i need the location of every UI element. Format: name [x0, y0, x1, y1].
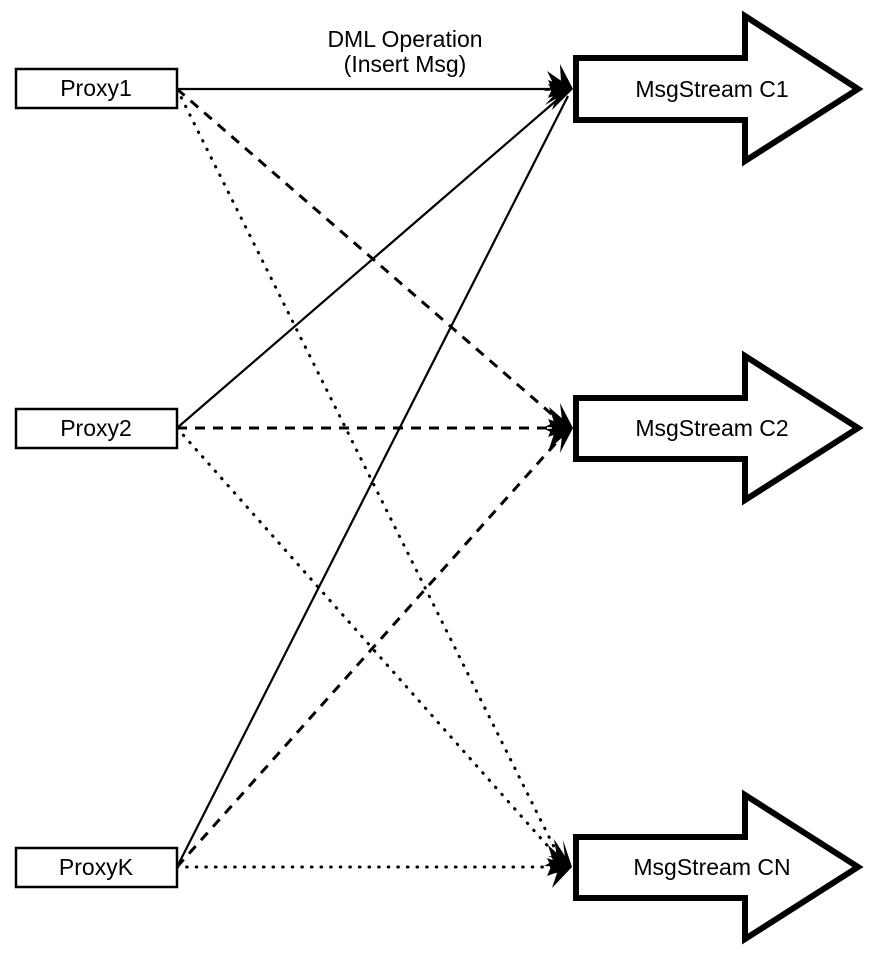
edge-proxy2-to-msgstream-cn — [175, 426, 563, 863]
edge-proxyk-to-msgstream-c1 — [176, 95, 569, 868]
msgstream-c2-label: MsgStream C2 — [635, 415, 788, 441]
proxy1-box[interactable] — [14, 67, 179, 110]
msgstream-c1-label: MsgStream C1 — [635, 76, 788, 102]
msgstream-c1-arrow-shape[interactable] — [573, 10, 864, 167]
arrowhead-msgstream-c1 — [544, 64, 573, 110]
arrowhead-msgstream-cn — [544, 839, 572, 888]
arrowhead-layer — [544, 64, 573, 888]
stream-node-msgstream-c2[interactable]: MsgStream C2 — [573, 350, 864, 506]
edge-layer — [175, 87, 569, 869]
edge-proxy2-to-msgstream-c1 — [176, 92, 566, 429]
proxyk-box[interactable] — [14, 846, 179, 889]
msgstream-cn-arrow-shape[interactable] — [573, 789, 864, 945]
proxy1-label: Proxy1 — [60, 75, 132, 101]
proxy2-label: Proxy2 — [60, 415, 132, 441]
msgstream-cn-label: MsgStream CN — [633, 854, 790, 880]
proxy2-box[interactable] — [14, 407, 179, 450]
edge-proxy1-to-msgstream-cn — [175, 87, 563, 863]
arrowhead-msgstream-c2 — [545, 403, 573, 453]
proxy-node-proxy1[interactable]: Proxy1 — [14, 67, 179, 110]
stream-node-msgstream-cn[interactable]: MsgStream CN — [573, 789, 864, 945]
dml-operation-line2: (Insert Msg) — [344, 51, 467, 77]
edge-proxyk-to-msgstream-c2 — [175, 433, 566, 868]
edge-proxy1-to-msgstream-c2 — [176, 87, 564, 426]
proxy-node-proxyk[interactable]: ProxyK — [14, 846, 179, 889]
proxy-node-proxy2[interactable]: Proxy2 — [14, 407, 179, 450]
dml-operation-annotation: DML Operation (Insert Msg) — [327, 26, 482, 77]
proxyk-label: ProxyK — [59, 854, 134, 880]
dml-operation-line1: DML Operation — [327, 26, 482, 52]
stream-node-msgstream-c1[interactable]: MsgStream C1 — [573, 10, 864, 167]
msgstream-c2-arrow-shape[interactable] — [573, 350, 864, 506]
